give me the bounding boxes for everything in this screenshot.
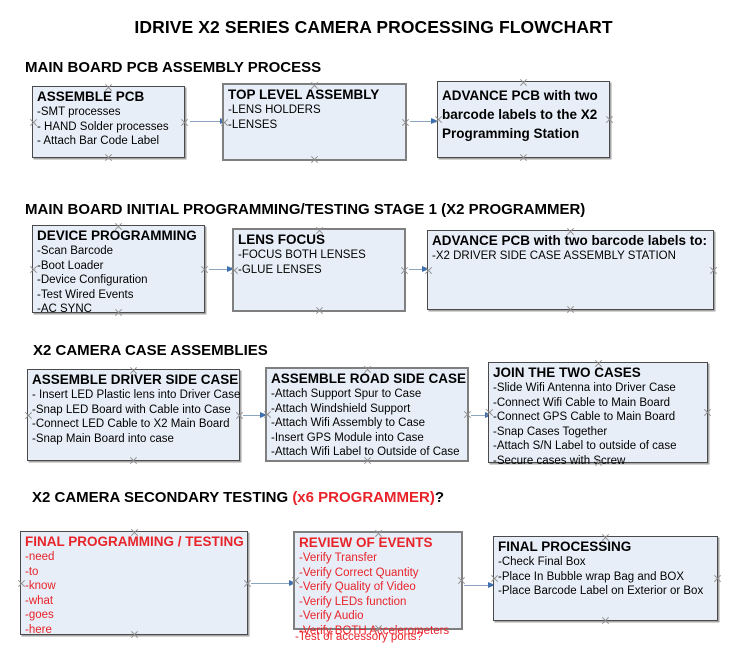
node-line: -Snap LED Board with Cable into Case	[32, 403, 231, 416]
node-line: -AC SYNC	[37, 303, 92, 316]
node-line: -need	[25, 551, 55, 563]
node-line: -Place Barcode Label on Exterior or Box	[498, 585, 704, 598]
connector-handle[interactable]	[566, 305, 575, 314]
node-header: ADVANCE PCB with two barcode labels to:	[432, 233, 708, 248]
node-header: TOP LEVEL ASSEMBLY	[228, 87, 380, 102]
node-line: -Slide Wifi Antenna into Driver Case	[493, 382, 676, 394]
node-top-level-assembly[interactable]: TOP LEVEL ASSEMBLY -LENS HOLDERS -LENSES	[222, 83, 407, 161]
node-line: - Attach Bar Code Label	[37, 135, 160, 148]
node-line: -Secure cases with Screw	[493, 454, 626, 467]
node-line: -Verify BOTH Accelerometers	[299, 624, 450, 637]
connector-handle[interactable]	[315, 306, 324, 315]
node-line: -what	[25, 594, 54, 607]
section-heading-x2-camera-secondary-testing: X2 CAMERA SECONDARY TESTING (x6 PROGRAMM…	[32, 489, 444, 506]
connector-handle[interactable]	[104, 153, 113, 162]
section-heading-accent: (x6 PROGRAMMER)	[292, 489, 435, 506]
node-header: LENS FOCUS	[238, 232, 326, 247]
node-line: -Attach S/N Label to outside of case	[493, 440, 677, 453]
node-lens-focus[interactable]: LENS FOCUS -FOCUS BOTH LENSES -GLUE LENS…	[232, 228, 406, 312]
connector-final-programming-to-review-of-events	[251, 580, 296, 587]
node-advance-pcb-to-driver-side-case-station[interactable]: ADVANCE PCB with two barcode labels to: …	[427, 230, 714, 310]
node-line: -FOCUS BOTH LENSES	[238, 249, 366, 261]
node-final-processing[interactable]: FINAL PROCESSING -Check Final Box -Place…	[493, 536, 718, 621]
section-heading-tail: ?	[434, 489, 444, 506]
connector-lens-focus-to-advance-pcb	[409, 266, 429, 273]
node-header: REVIEW OF EVENTS	[299, 535, 433, 550]
node-line: -X2 DRIVER SIDE CASE ASSEMBLY STATION	[432, 250, 676, 262]
node-line: -GLUE LENSES	[238, 263, 322, 276]
node-line: -Connect GPS Cable to Main Board	[493, 411, 676, 424]
node-overflow-line-review-of-events: -Test of accessory ports?	[295, 631, 423, 643]
node-header: FINAL PROGRAMMING / TESTING	[25, 534, 244, 549]
connector-handle[interactable]	[310, 155, 319, 164]
node-advance-pcb-to-x2-programming-station[interactable]: ADVANCE PCB with two barcode labels to t…	[437, 81, 610, 158]
node-line: -LENS HOLDERS	[228, 104, 321, 116]
node-line: -here	[25, 623, 52, 636]
node-line: -Check Final Box	[498, 556, 586, 568]
section-heading-x2-camera-case-assemblies: X2 CAMERA CASE ASSEMBLIES	[33, 342, 268, 359]
node-line: -to	[25, 565, 39, 578]
connector-handle[interactable]	[709, 266, 718, 275]
node-header: FINAL PROCESSING	[498, 539, 632, 554]
node-line: -Verify Quality of Video	[299, 581, 416, 594]
node-device-programming[interactable]: DEVICE PROGRAMMING -Scan Barcode -Boot L…	[32, 225, 205, 315]
node-header: JOIN THE TWO CASES	[493, 365, 641, 380]
node-line: -Device Configuration	[37, 274, 148, 287]
node-line: -know	[25, 580, 56, 593]
node-join-the-two-cases[interactable]: JOIN THE TWO CASES -Slide Wifi Antenna i…	[488, 362, 708, 467]
node-line: -Boot Loader	[37, 259, 104, 272]
node-header: ASSEMBLE ROAD SIDE CASE	[271, 371, 467, 386]
node-line: -Connect Wifi Cable to Main Board	[493, 396, 671, 409]
node-line: -Attach Wifi Assembly to Case	[271, 417, 426, 430]
node-line: -Test Wired Events	[37, 288, 134, 301]
node-line: -goes	[25, 609, 54, 622]
section-heading-main-board-pcb-assembly: MAIN BOARD PCB ASSEMBLY PROCESS	[25, 59, 322, 76]
node-header: ASSEMBLE PCB	[37, 89, 145, 104]
node-line: -SMT processes	[37, 106, 121, 118]
page-title: IDRIVE X2 SERIES CAMERA PROCESSING FLOWC…	[134, 17, 613, 37]
connector-driver-side-to-road-side	[243, 412, 267, 419]
node-line: - HAND Solder processes	[37, 120, 169, 133]
node-assemble-driver-side-case[interactable]: ASSEMBLE DRIVER SIDE CASE - Insert LED P…	[27, 369, 240, 461]
connector-handle[interactable]	[519, 153, 528, 162]
connector-review-of-events-to-final-processing	[464, 582, 495, 589]
section-heading-text: X2 CAMERA SECONDARY TESTING	[32, 489, 293, 506]
node-line: -Snap Main Board into case	[32, 432, 174, 445]
node-header: ADVANCE PCB with two barcode labels to t…	[442, 88, 598, 141]
node-review-of-events[interactable]: REVIEW OF EVENTS -Verify Transfer -Verif…	[293, 531, 463, 637]
node-header: DEVICE PROGRAMMING	[37, 228, 197, 243]
node-line: - Insert LED Plastic lens into Driver Ca…	[32, 389, 241, 401]
node-final-programming-testing[interactable]: FINAL PROGRAMMING / TESTING -need -to -k…	[20, 531, 248, 636]
connector-handle[interactable]	[129, 456, 138, 465]
node-line: -Attach Support Spur to Case	[271, 388, 422, 400]
node-line: -Insert GPS Module into Case	[271, 431, 424, 444]
node-line: -Scan Barcode	[37, 245, 114, 257]
node-assemble-road-side-case[interactable]: ASSEMBLE ROAD SIDE CASE -Attach Support …	[265, 367, 469, 462]
node-line: -Verify LEDs function	[299, 595, 407, 608]
node-line: -LENSES	[228, 118, 278, 131]
node-line: -Place In Bubble wrap Bag and BOX	[498, 570, 685, 583]
node-header: ASSEMBLE DRIVER SIDE CASE	[32, 372, 239, 387]
connector-handle[interactable]	[601, 616, 610, 625]
node-line: -Attach Wifi Label to Outside of Case	[271, 446, 460, 459]
node-line: -Verify Transfer	[299, 552, 377, 564]
node-assemble-pcb[interactable]: ASSEMBLE PCB -SMT processes - HAND Solde…	[32, 86, 185, 158]
section-heading-main-board-initial-programming: MAIN BOARD INITIAL PROGRAMMING/TESTING S…	[25, 201, 586, 218]
node-line: -Verify Audio	[299, 610, 364, 623]
node-line: -Snap Cases Together	[493, 425, 608, 438]
node-line: -Verify Correct Quantity	[299, 566, 419, 579]
node-line: -Connect LED Cable to X2 Main Board	[32, 418, 230, 431]
connector-device-programming-to-lens-focus	[209, 266, 234, 273]
connector-top-level-assembly-to-advance-pcb	[410, 118, 438, 125]
node-line: -Attach Windshield Support	[271, 402, 411, 415]
